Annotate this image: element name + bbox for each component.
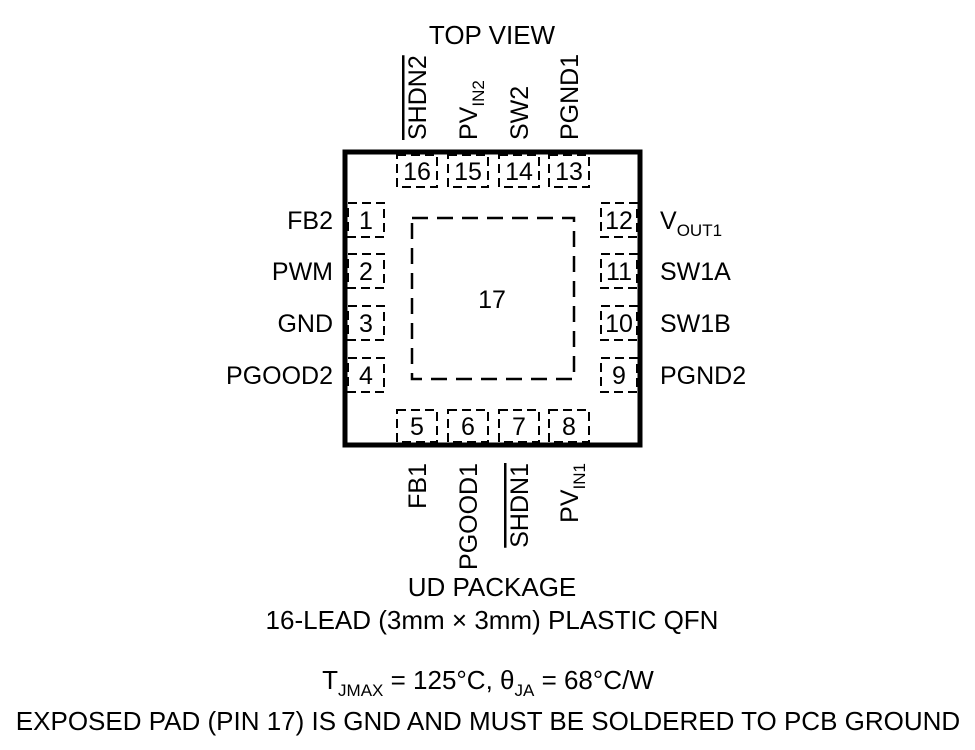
pin-8-name-subscript: IN1 — [570, 463, 589, 489]
pin-7-number: 7 — [512, 413, 526, 441]
pin-13-number: 13 — [555, 158, 583, 186]
pin-5-number: 5 — [410, 413, 424, 441]
pin-11-name: SW1A — [660, 258, 731, 286]
pin-5-name-main: FB1 — [404, 463, 432, 509]
pin-5-name: FB1 — [404, 463, 432, 509]
pin-15-number: 15 — [454, 158, 482, 186]
pin-16-name-main: SHDN2 — [404, 55, 432, 140]
pin-1-name: FB2 — [287, 207, 333, 235]
pin-14-label-group: SW2 — [506, 86, 534, 140]
pin-2-pad — [347, 253, 385, 289]
pin-14-pad — [498, 154, 540, 188]
pin-12-name-subscript: OUT1 — [677, 221, 722, 240]
pin-6-pad — [447, 409, 489, 443]
pin-12-name: VOUT1 — [660, 207, 722, 240]
pin-6-name: PGOOD1 — [455, 463, 483, 570]
pin-3-number: 3 — [359, 310, 373, 338]
pin-2-name: PWM — [272, 258, 333, 286]
pin-12-pad — [600, 202, 638, 238]
pin-10-pad — [600, 305, 638, 341]
pin-1-pad — [347, 202, 385, 238]
pin-2-name-main: PWM — [272, 258, 333, 286]
pin-9-number: 9 — [612, 362, 626, 390]
pin-3-name: GND — [277, 310, 333, 338]
pin-4-pad — [347, 357, 385, 393]
pin-13-label-group: PGND1 — [556, 54, 584, 140]
pin-9-name: PGND2 — [660, 362, 746, 390]
pin-14-name-main: SW2 — [506, 86, 534, 140]
pin-5-label-group: FB1 — [404, 463, 432, 509]
pin-3-name-main: GND — [277, 310, 333, 338]
pin-9-pad — [600, 357, 638, 393]
pin-1-name-main: FB2 — [287, 207, 333, 235]
pin-12-name-main: V — [660, 207, 677, 235]
theta-value: = 68°C/W — [534, 665, 654, 695]
pin-8-number: 8 — [562, 413, 576, 441]
package-description: 16-LEAD (3mm × 3mm) PLASTIC QFN — [266, 605, 719, 635]
pin-4-name-main: PGOOD2 — [226, 362, 333, 390]
exposed-pad-note: EXPOSED PAD (PIN 17) IS GND AND MUST BE … — [16, 706, 960, 736]
pin-13-name: PGND1 — [556, 54, 584, 140]
tj-subscript: JMAX — [338, 681, 383, 700]
pin-6-name-main: PGOOD1 — [455, 463, 483, 570]
pin-15-name-main: PV — [455, 106, 483, 140]
tj-symbol: T — [322, 665, 338, 695]
thermal-spec: TJMAX = 125°C, θJA = 68°C/W — [322, 665, 654, 700]
pin-13-name-main: PGND1 — [556, 54, 584, 140]
pin-14-name: SW2 — [506, 86, 534, 140]
pin-16-label-group: SHDN2 — [404, 55, 432, 140]
pin-7-name-main: SHDN1 — [506, 463, 534, 548]
pin-8-label-group: PVIN1 — [556, 463, 589, 523]
pin-3-pad — [347, 305, 385, 341]
pin-15-name: PVIN2 — [455, 80, 488, 140]
pin-11-name-main: SW1A — [660, 258, 731, 286]
pin-4-name: PGOOD2 — [226, 362, 333, 390]
pin-1-number: 1 — [359, 207, 373, 235]
pin-15-label-group: PVIN2 — [455, 80, 488, 140]
pin-16-number: 16 — [403, 158, 431, 186]
pin-12-number: 12 — [605, 207, 633, 235]
pin-5-pad — [396, 409, 438, 443]
pin-8-name: PVIN1 — [556, 463, 589, 523]
theta-symbol: θ — [500, 665, 514, 695]
pin-6-number: 6 — [461, 413, 475, 441]
top-view-title: TOP VIEW — [429, 20, 556, 50]
exposed-pad-outline — [410, 216, 576, 381]
pin-8-name-main: PV — [556, 489, 584, 523]
pin-10-number: 10 — [605, 310, 633, 338]
package-body-outline — [342, 149, 643, 448]
pin-16-pad — [396, 154, 438, 188]
exposed-pad-number: 17 — [478, 286, 506, 314]
package-name: UD PACKAGE — [408, 572, 577, 602]
theta-subscript: JA — [515, 681, 536, 700]
pin-7-label-group: SHDN1 — [506, 463, 534, 548]
pin-10-name: SW1B — [660, 310, 731, 338]
pin-15-pad — [447, 154, 489, 188]
pin-4-number: 4 — [359, 362, 373, 390]
pin-6-label-group: PGOOD1 — [455, 463, 483, 570]
pin-7-pad — [498, 409, 540, 443]
pins-layer: 16SHDN215PVIN214SW213PGND15FB16PGOOD17SH… — [226, 54, 746, 570]
tj-value: = 125°C, — [383, 665, 500, 695]
pin-15-name-subscript: IN2 — [469, 80, 488, 106]
pin-16-name: SHDN2 — [404, 55, 432, 140]
pin-7-name: SHDN1 — [506, 463, 534, 548]
pin-2-number: 2 — [359, 258, 373, 286]
pin-14-number: 14 — [505, 158, 533, 186]
pin-13-pad — [548, 154, 590, 188]
pin-8-pad — [548, 409, 590, 443]
pin-11-number: 11 — [606, 258, 632, 286]
pin-11-pad — [600, 253, 638, 289]
pin-9-name-main: PGND2 — [660, 362, 746, 390]
pin-10-name-main: SW1B — [660, 310, 731, 338]
